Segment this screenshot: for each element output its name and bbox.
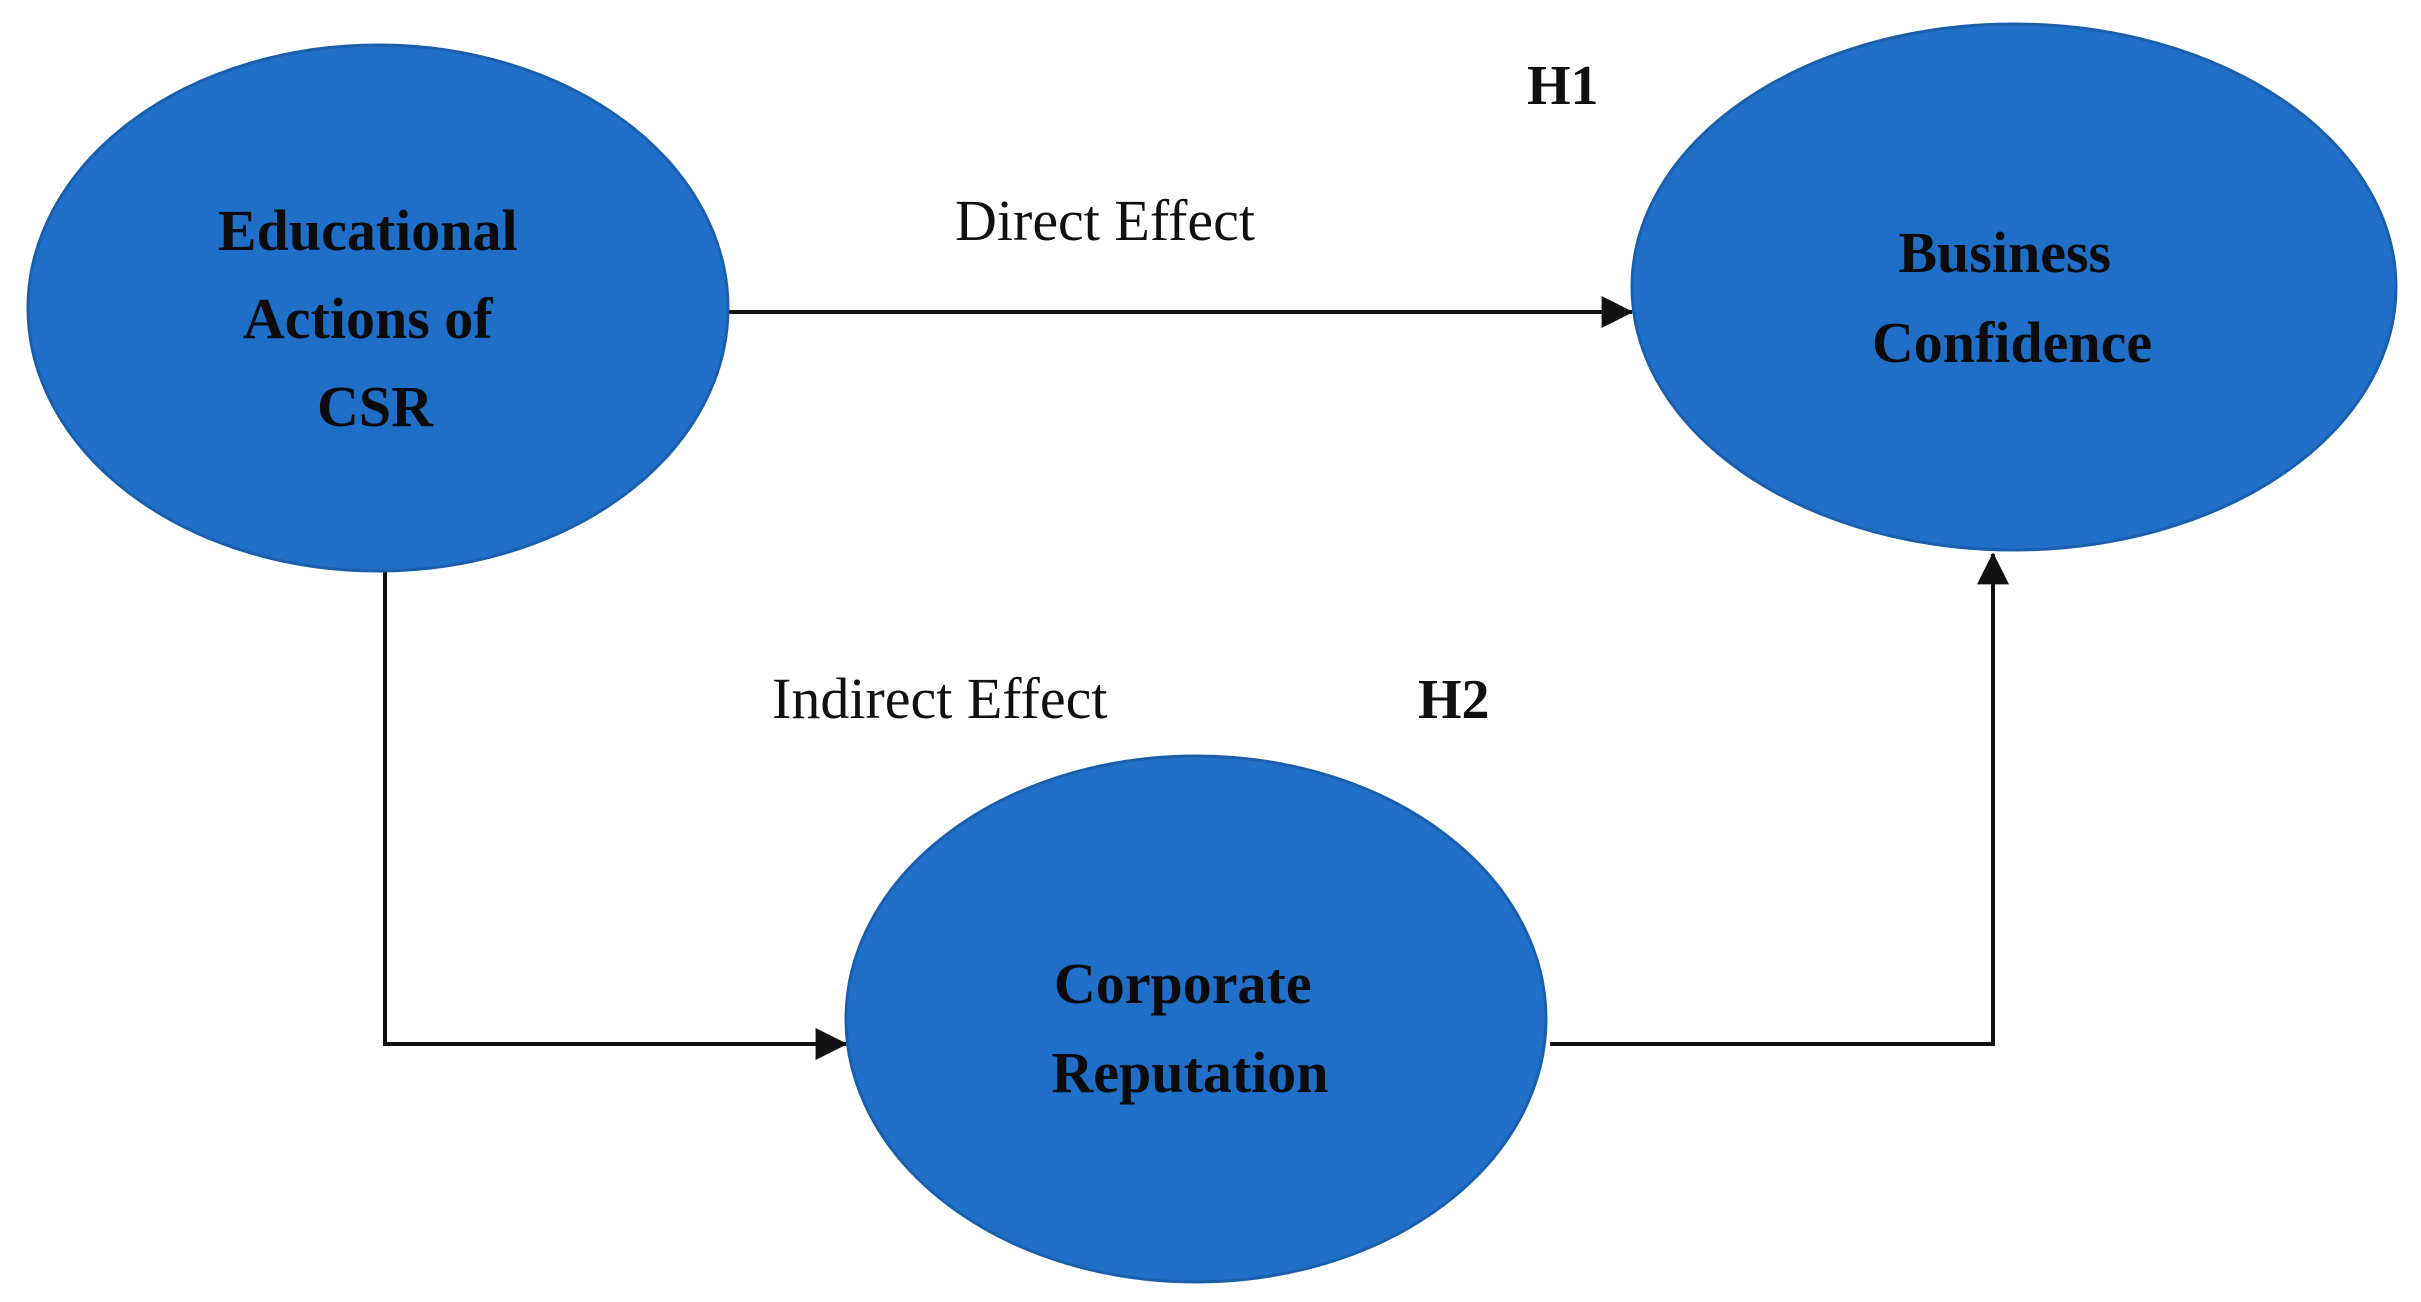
direct-effect-label: Direct Effect bbox=[955, 188, 1255, 253]
node-label: Corporate Reputation bbox=[1051, 951, 1328, 1105]
reputation-to-confidence-arrow bbox=[1550, 552, 2009, 1046]
node-label-line: Corporate bbox=[1054, 951, 1312, 1016]
hypothesis-h1-label: H1 bbox=[1527, 55, 1599, 117]
node-label-line: Reputation bbox=[1051, 1040, 1328, 1105]
node-label-line: Business bbox=[1898, 220, 2111, 285]
node-business-confidence: Business Confidence bbox=[1630, 22, 2398, 552]
node-label-line: Confidence bbox=[1872, 310, 2152, 375]
node-ellipse bbox=[1630, 22, 2398, 552]
node-educational-actions-csr: Educational Actions of CSR bbox=[26, 43, 730, 573]
node-label-line: CSR bbox=[317, 374, 434, 439]
indirect-effect-label: Indirect Effect bbox=[772, 666, 1107, 731]
node-ellipse bbox=[26, 43, 730, 573]
node-corporate-reputation: Corporate Reputation bbox=[844, 754, 1548, 1284]
csr-to-reputation-arrow bbox=[383, 572, 848, 1060]
node-ellipse bbox=[844, 754, 1548, 1284]
node-label-line: Actions of bbox=[243, 286, 493, 351]
hypothesis-h2-label: H2 bbox=[1418, 669, 1490, 731]
node-label: Business Confidence bbox=[1872, 220, 2152, 375]
node-label-line: Educational bbox=[218, 198, 518, 263]
node-label: Educational Actions of CSR bbox=[218, 198, 532, 439]
